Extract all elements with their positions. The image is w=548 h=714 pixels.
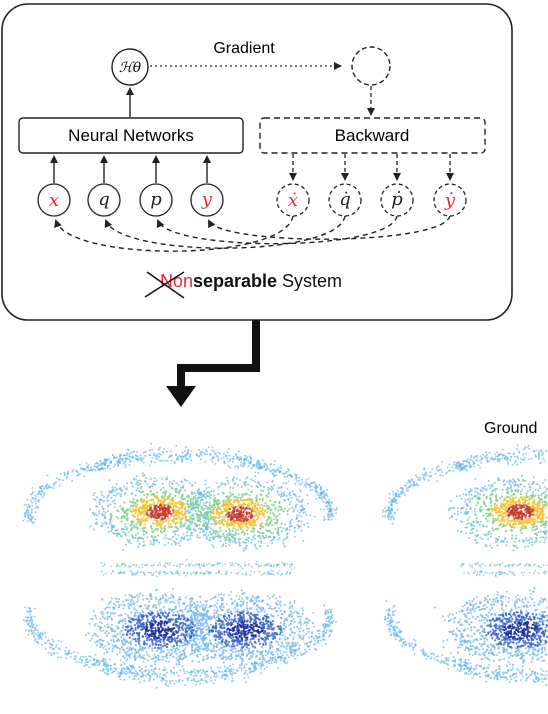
flow-arrow [181,320,256,392]
right-panel-title: Ground [484,420,537,437]
backward-variable-q-dot-label: q̇ [339,189,351,210]
hamiltonian-label: ℋθ [119,60,142,76]
forward-variable-q-label: q [98,189,110,210]
backward-label: Backward [335,126,410,145]
forward-variable-y-label: y [201,189,213,210]
forward-variable-p-label: p [150,189,162,210]
forward-variable-x-label: x [49,190,59,211]
backward-variable-y-dot-label: ẏ [444,190,456,211]
gradient-label: Gradient [213,40,275,57]
system-title-suffix: System [277,271,342,291]
system-title: Nonseparable System [160,271,342,291]
gradient-node [352,47,390,85]
backward-variable-x-dot-label: ẋ [288,190,298,211]
neural-networks-label: Neural Networks [68,126,194,145]
left-density-plot [22,443,338,689]
right-density-plot [382,444,548,686]
flow-arrowhead [166,386,196,407]
system-title-prefix: Non [160,271,193,291]
system-title-bold: separable [193,271,277,291]
backward-variable-p-dot-label: ṗ [391,189,403,210]
